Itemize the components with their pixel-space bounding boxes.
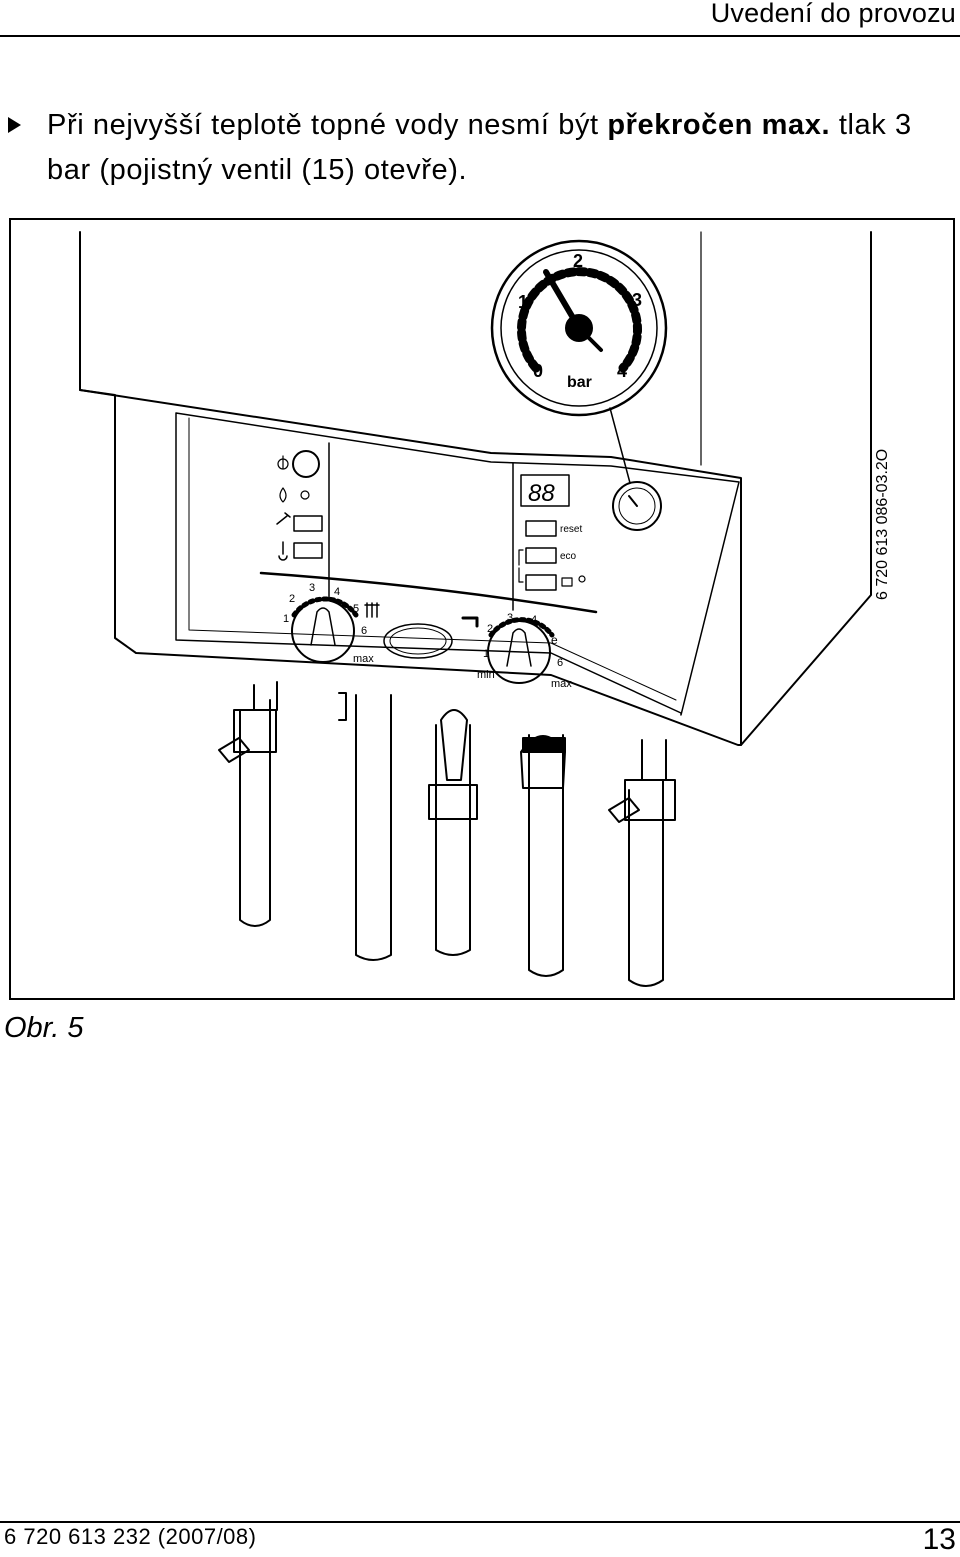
reset-button: [525, 520, 557, 537]
pressure-gauge-magnified: [490, 239, 668, 417]
gauge-tick-label: 0: [533, 361, 543, 381]
pressure-gauge-small: [612, 481, 662, 531]
bullet-arrow-icon: [8, 117, 21, 133]
water-dial-min-label: min: [477, 669, 495, 681]
chimney-button: [293, 542, 323, 559]
figure-caption: Obr. 5: [4, 1012, 84, 1044]
gauge-callout-line: [609, 407, 631, 484]
brand-logo-oval: [383, 623, 453, 659]
gauge-tick-label: 3: [632, 290, 642, 310]
control-panel: [175, 412, 740, 716]
footer-document-id: 6 720 613 232 (2007/08): [4, 1524, 257, 1549]
header-rule: [0, 35, 960, 37]
water-dial-number: 3: [507, 612, 513, 624]
gauge-unit: bar: [567, 374, 592, 391]
footer-page-number: 13: [922, 1523, 956, 1556]
thermometer-icon: [278, 541, 288, 561]
boiler-illustration: 88 reset eco 1 2 3 4 5 6 max 1 2 3 4 6 e…: [79, 231, 891, 987]
lock-icon: [561, 577, 573, 587]
tap-icon: [461, 616, 479, 628]
heating-dial-number: 5: [353, 603, 359, 615]
heating-dial-number: 1: [283, 613, 289, 625]
instruction-text-bold: překročen max.: [607, 109, 831, 141]
heating-dial-number: 2: [289, 593, 295, 605]
water-dial-number: 4: [531, 614, 537, 626]
heating-dial-number: 4: [334, 586, 340, 598]
eco-button: [525, 547, 557, 564]
display-digits: 88: [528, 480, 555, 507]
reset-label: reset: [560, 524, 582, 535]
water-dial-max-label: max: [551, 678, 572, 690]
gauge-tick-label: 1: [518, 292, 528, 312]
lock-button: [525, 574, 557, 591]
instruction-paragraph: Při nejvyšší teplotě topné vody nesmí bý…: [47, 103, 952, 193]
panel-inner: [188, 417, 677, 701]
boiler-casing: [79, 231, 872, 746]
eco-label: eco: [560, 551, 577, 562]
connection-pipes: [218, 681, 676, 987]
water-dial-number: 1: [483, 648, 489, 660]
flame-icon: [279, 487, 287, 503]
gauge-tick-label: 4: [617, 361, 627, 381]
water-dial-number: 6: [557, 657, 563, 669]
gauge-tick-label: 2: [573, 251, 583, 271]
instruction-text-before: Při nejvyšší teplotě topné vody nesmí bý…: [47, 109, 608, 141]
figure-frame: 88 reset eco 1 2 3 4 5 6 max 1 2 3 4 6 e…: [9, 218, 955, 1000]
heating-dial-number: 6: [361, 625, 367, 637]
figure-code: 6 720 613 086-03.2O: [874, 449, 891, 600]
power-button: [292, 450, 320, 478]
footer-rule: [0, 1521, 960, 1523]
eco-symbol: e: [551, 633, 558, 647]
instruction-text-after: tlak 3 bar (pojistný ventil (15) otevře)…: [47, 109, 912, 186]
service-button: [293, 515, 323, 532]
water-dial-number: 2: [487, 623, 493, 635]
panel-trim: [259, 571, 598, 614]
wrench-icon: [276, 512, 291, 525]
sun-icon: [578, 575, 586, 583]
digital-display: [520, 474, 570, 507]
page-header-title: Uvedení do provozu: [710, 0, 956, 28]
heating-dial-scale: [291, 596, 359, 618]
heating-dial-number: 3: [309, 582, 315, 594]
heating-dial-max-label: max: [353, 653, 374, 665]
casing-shoulder: [79, 389, 742, 746]
gauge-scale-arc: [517, 267, 642, 373]
radiator-icon: [364, 602, 380, 618]
water-dial-scale: [488, 617, 555, 638]
